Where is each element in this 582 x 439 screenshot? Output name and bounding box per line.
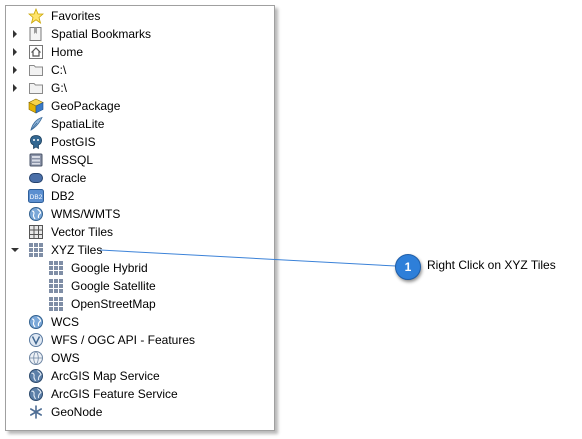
tree-item-label: WMS/WMTS: [51, 207, 121, 221]
tree-item-label: SpatiaLite: [51, 117, 105, 131]
wcs-globe-icon: [29, 315, 43, 329]
tree-item-label: PostGIS: [51, 135, 96, 149]
home-icon: [29, 45, 43, 59]
geopackage-icon: [28, 98, 44, 114]
xyz-tiles-icon: [49, 261, 63, 275]
tree-item-drive-c[interactable]: C:\: [6, 61, 274, 79]
tree-item-favorites[interactable]: Favorites: [6, 7, 274, 25]
arcgis-globe-icon: [29, 369, 43, 383]
tree-item-label: WFS / OGC API - Features: [51, 333, 196, 347]
db2-icon-text: DB2: [30, 194, 43, 201]
tree-item-label: ArcGIS Feature Service: [51, 387, 178, 401]
tree-item-google-hybrid[interactable]: Google Hybrid: [6, 259, 274, 277]
tree-item-mssql[interactable]: MSSQL: [6, 151, 274, 169]
tree-item-postgis[interactable]: PostGIS: [6, 133, 274, 151]
tree-item-ows[interactable]: OWS: [6, 349, 274, 367]
tree-item-openstreetmap[interactable]: OpenStreetMap: [6, 295, 274, 313]
tree-item-vector-tiles[interactable]: Vector Tiles: [6, 223, 274, 241]
vector-tiles-icon: [29, 225, 43, 239]
tree-item-label: Home: [51, 45, 84, 59]
tree-item-geonode[interactable]: GeoNode: [6, 403, 274, 421]
tree-item-xyz-tiles[interactable]: XYZ Tiles: [6, 241, 274, 259]
tree-item-label: OpenStreetMap: [71, 297, 156, 311]
xyz-tiles-icon: [49, 279, 63, 293]
tree-item-home[interactable]: Home: [6, 43, 274, 61]
tree-item-label: ArcGIS Map Service: [51, 369, 160, 383]
callout-number: 1: [404, 260, 412, 274]
tree-item-drive-g[interactable]: G:\: [6, 79, 274, 97]
xyz-tiles-icon: [49, 297, 63, 311]
xyz-tiles-icon: [29, 243, 43, 257]
tree-item-label: MSSQL: [51, 153, 94, 167]
star-icon: [28, 8, 44, 24]
tree-item-arcgis-feature-service[interactable]: ArcGIS Feature Service: [6, 385, 274, 403]
tree-item-label: GeoPackage: [51, 99, 121, 113]
ows-globe-icon: [29, 351, 43, 365]
tree-item-label: C:\: [51, 63, 67, 77]
folder-icon: [29, 83, 43, 94]
tree-item-db2[interactable]: DB2 DB2: [6, 187, 274, 205]
tree-item-label: Favorites: [51, 9, 101, 23]
tree-item-google-satellite[interactable]: Google Satellite: [6, 277, 274, 295]
tree-item-oracle[interactable]: Oracle: [6, 169, 274, 187]
tree-item-label: XYZ Tiles: [51, 243, 103, 257]
postgis-icon: [30, 135, 42, 150]
geonode-icon: [30, 405, 42, 419]
tree-item-label: Spatial Bookmarks: [51, 27, 152, 41]
db2-icon: DB2: [28, 189, 44, 203]
mssql-icon: [29, 153, 43, 167]
tree-item-wcs[interactable]: WCS: [6, 313, 274, 331]
folder-icon: [29, 65, 43, 76]
tree-item-wms-wmts[interactable]: WMS/WMTS: [6, 205, 274, 223]
tree-item-geopackage[interactable]: GeoPackage: [6, 97, 274, 115]
expand-arrow-icon[interactable]: [10, 61, 20, 79]
tree-item-spatial-bookmarks[interactable]: Spatial Bookmarks: [6, 25, 274, 43]
tree-item-label: Google Satellite: [71, 279, 156, 293]
tree-item-spatialite[interactable]: SpatiaLite: [6, 115, 274, 133]
arcgis-globe-icon: [29, 387, 43, 401]
tree-item-label: Oracle: [51, 171, 87, 185]
callout-text: Right Click on XYZ Tiles: [427, 258, 556, 272]
spatialite-icon: [30, 116, 43, 131]
wms-globe-icon: [29, 207, 43, 221]
callout-number-badge: 1: [395, 254, 421, 280]
oracle-icon: [29, 173, 43, 183]
expand-arrow-icon[interactable]: [10, 25, 20, 43]
tree-item-wfs-ogc-api-features[interactable]: WFS / OGC API - Features: [6, 331, 274, 349]
expand-arrow-icon[interactable]: [10, 79, 20, 97]
bookmark-icon: [29, 27, 42, 41]
tree-item-label: GeoNode: [51, 405, 103, 419]
tree-item-label: OWS: [51, 351, 80, 365]
tree-item-label: WCS: [51, 315, 79, 329]
tree-item-arcgis-map-service[interactable]: ArcGIS Map Service: [6, 367, 274, 385]
tree-item-label: DB2: [51, 189, 75, 203]
tree-item-label: G:\: [51, 81, 68, 95]
expand-arrow-icon[interactable]: [10, 43, 20, 61]
tree-item-label: Google Hybrid: [71, 261, 148, 275]
browser-panel: Favorites Spatial Bookmarks Home C:\ G:\: [5, 5, 275, 431]
wfs-globe-icon: [29, 333, 43, 347]
collapse-arrow-icon[interactable]: [10, 241, 20, 259]
tree-item-label: Vector Tiles: [51, 225, 114, 239]
